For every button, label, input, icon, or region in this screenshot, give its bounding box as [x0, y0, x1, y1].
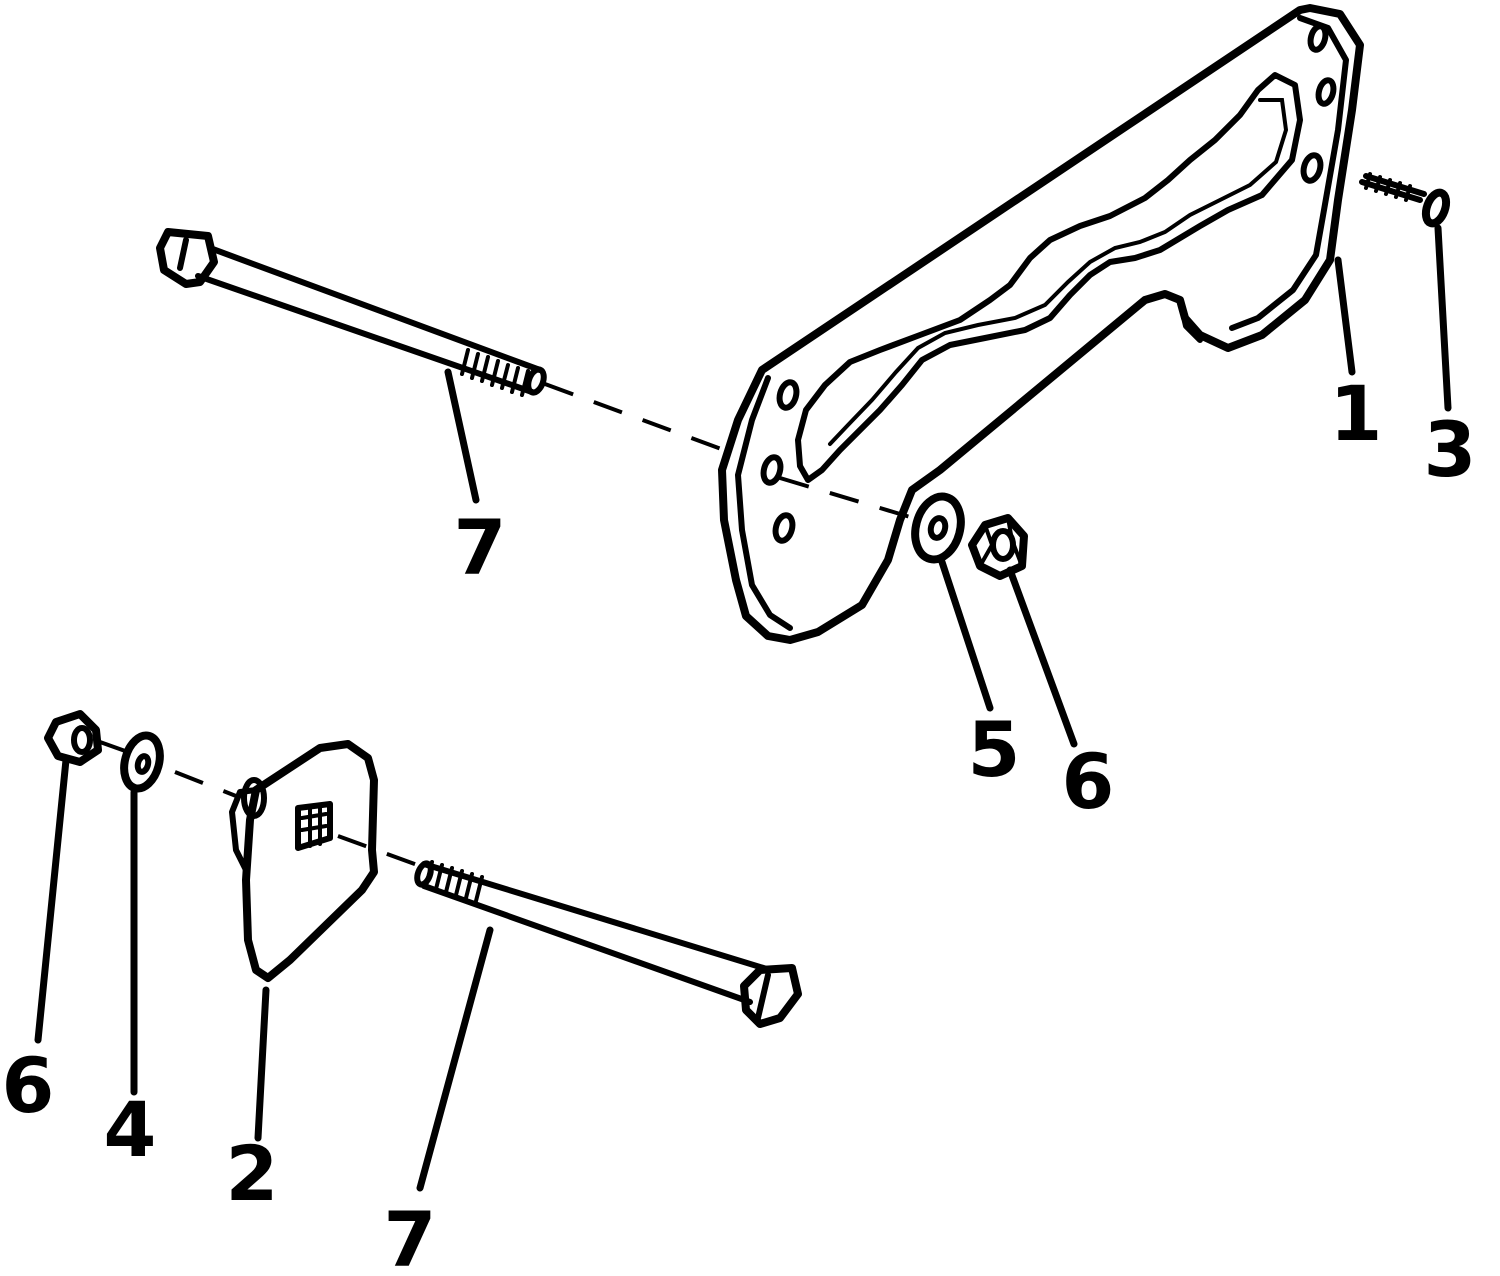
callout-6-right: 6	[1062, 737, 1115, 826]
callout-6-left: 6	[2, 1041, 55, 1130]
bolt-top	[156, 228, 547, 397]
mounting-plate	[229, 740, 378, 982]
callout-3: 3	[1424, 405, 1477, 494]
transom-bracket	[718, 4, 1364, 644]
callout-2: 2	[226, 1129, 279, 1218]
alignment-lines	[99, 382, 921, 868]
wood-screw	[1359, 172, 1451, 228]
leader-lines	[34, 224, 1452, 1192]
callout-4: 4	[104, 1085, 157, 1174]
callout-7-top: 7	[454, 503, 507, 592]
callout-7-bottom: 7	[384, 1195, 437, 1276]
washer-right	[911, 492, 965, 564]
callout-1: 1	[1330, 369, 1383, 458]
callout-5: 5	[968, 705, 1021, 794]
bolt-bottom	[414, 860, 802, 1028]
callout-labels: 1 3 7 5 6 6 4 2 7	[2, 369, 1477, 1276]
hex-nut-right	[968, 514, 1028, 580]
hex-nut-left	[44, 710, 102, 766]
washer-left	[120, 731, 164, 793]
